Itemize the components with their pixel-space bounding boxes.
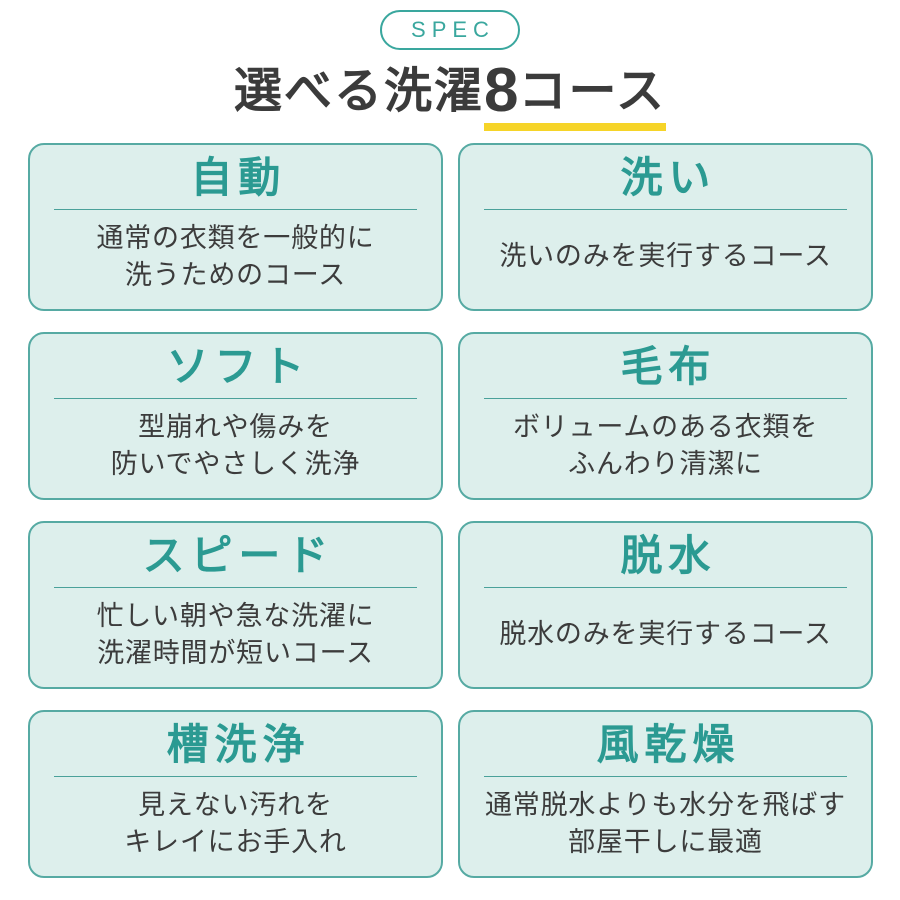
course-description: 型崩れや傷みを 防いでやさしく洗浄 — [110, 412, 361, 479]
course-card-wash: 洗い 洗いのみを実行するコース — [458, 143, 873, 311]
page-header: SPEC 選べる洗濯8コース — [0, 0, 900, 131]
course-description: 通常の衣類を一般的に 洗うためのコース — [96, 223, 375, 290]
card-divider — [484, 209, 847, 211]
course-name: 洗い — [620, 154, 717, 201]
page-title-number: 8 — [483, 56, 519, 125]
page-title-prefix: 選べる洗濯 — [233, 65, 484, 118]
course-name: 風乾燥 — [596, 721, 741, 768]
course-card-grid: 自動 通常の衣類を一般的に 洗うためのコース 洗い 洗いのみを実行するコース ソ… — [28, 143, 873, 878]
page-title: 選べる洗濯8コース — [0, 60, 900, 131]
course-name: スピード — [142, 532, 335, 579]
card-divider — [54, 587, 417, 589]
course-name: 自動 — [190, 154, 287, 201]
course-description: 忙しい朝や急な洗濯に 洗濯時間が短いコース — [96, 601, 375, 668]
course-card-speed: スピード 忙しい朝や急な洗濯に 洗濯時間が短いコース — [28, 521, 443, 689]
course-card-soft: ソフト 型崩れや傷みを 防いでやさしく洗浄 — [28, 332, 443, 500]
card-divider — [54, 776, 417, 778]
card-divider — [484, 587, 847, 589]
page-title-highlight-underline: 8コース — [483, 60, 667, 131]
card-divider — [54, 209, 417, 211]
course-card-air-dry: 風乾燥 通常脱水よりも水分を飛ばす 部屋干しに最適 — [458, 710, 873, 878]
course-card-blanket: 毛布 ボリュームのある衣類を ふんわり清潔に — [458, 332, 873, 500]
page-title-suffix: コース — [518, 65, 667, 118]
course-name: 槽洗浄 — [166, 721, 311, 768]
card-divider — [54, 398, 417, 400]
course-name: ソフト — [166, 343, 311, 390]
course-description: ボリュームのある衣類を ふんわり清潔に — [512, 412, 819, 479]
course-card-auto: 自動 通常の衣類を一般的に 洗うためのコース — [28, 143, 443, 311]
card-divider — [484, 398, 847, 400]
course-card-tub-clean: 槽洗浄 見えない汚れを キレイにお手入れ — [28, 710, 443, 878]
course-description: 脱水のみを実行するコース — [499, 619, 832, 650]
course-card-spin-dry: 脱水 脱水のみを実行するコース — [458, 521, 873, 689]
course-description: 洗いのみを実行するコース — [499, 241, 832, 272]
spec-badge: SPEC — [380, 10, 520, 50]
course-name: 毛布 — [620, 343, 717, 390]
course-name: 脱水 — [620, 532, 717, 579]
card-divider — [484, 776, 847, 778]
course-description: 見えない汚れを キレイにお手入れ — [124, 790, 347, 857]
course-description: 通常脱水よりも水分を飛ばす 部屋干しに最適 — [485, 790, 846, 857]
